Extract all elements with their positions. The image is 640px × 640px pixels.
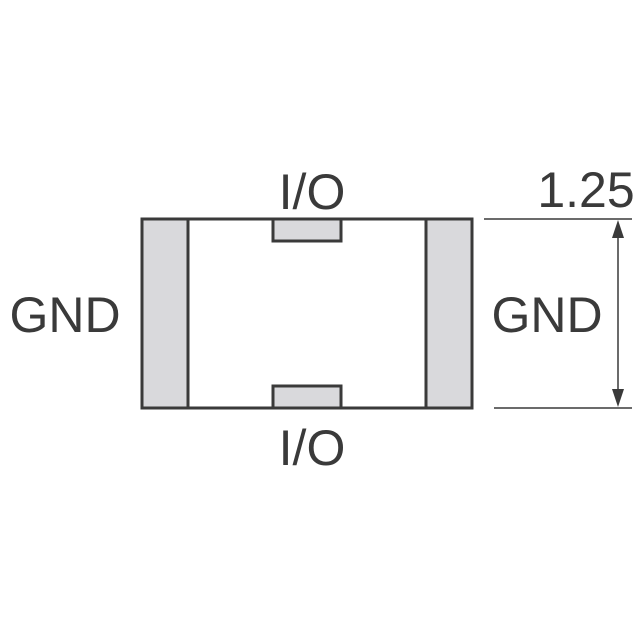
gnd-label-left: GND [9,287,120,343]
dimension-arrow-bottom [612,389,624,407]
dimension-label: 1.25 [537,162,634,218]
dimension-arrow-top [612,220,624,238]
io-pad-top [271,217,343,243]
gnd-label-right: GND [491,287,602,343]
io-label-top: I/O [279,164,346,220]
io-label-bottom: I/O [279,420,346,476]
gnd-terminal-left [140,217,190,410]
io-pad-bottom [271,384,343,410]
component-body [140,217,474,410]
gnd-terminal-right [424,217,474,410]
